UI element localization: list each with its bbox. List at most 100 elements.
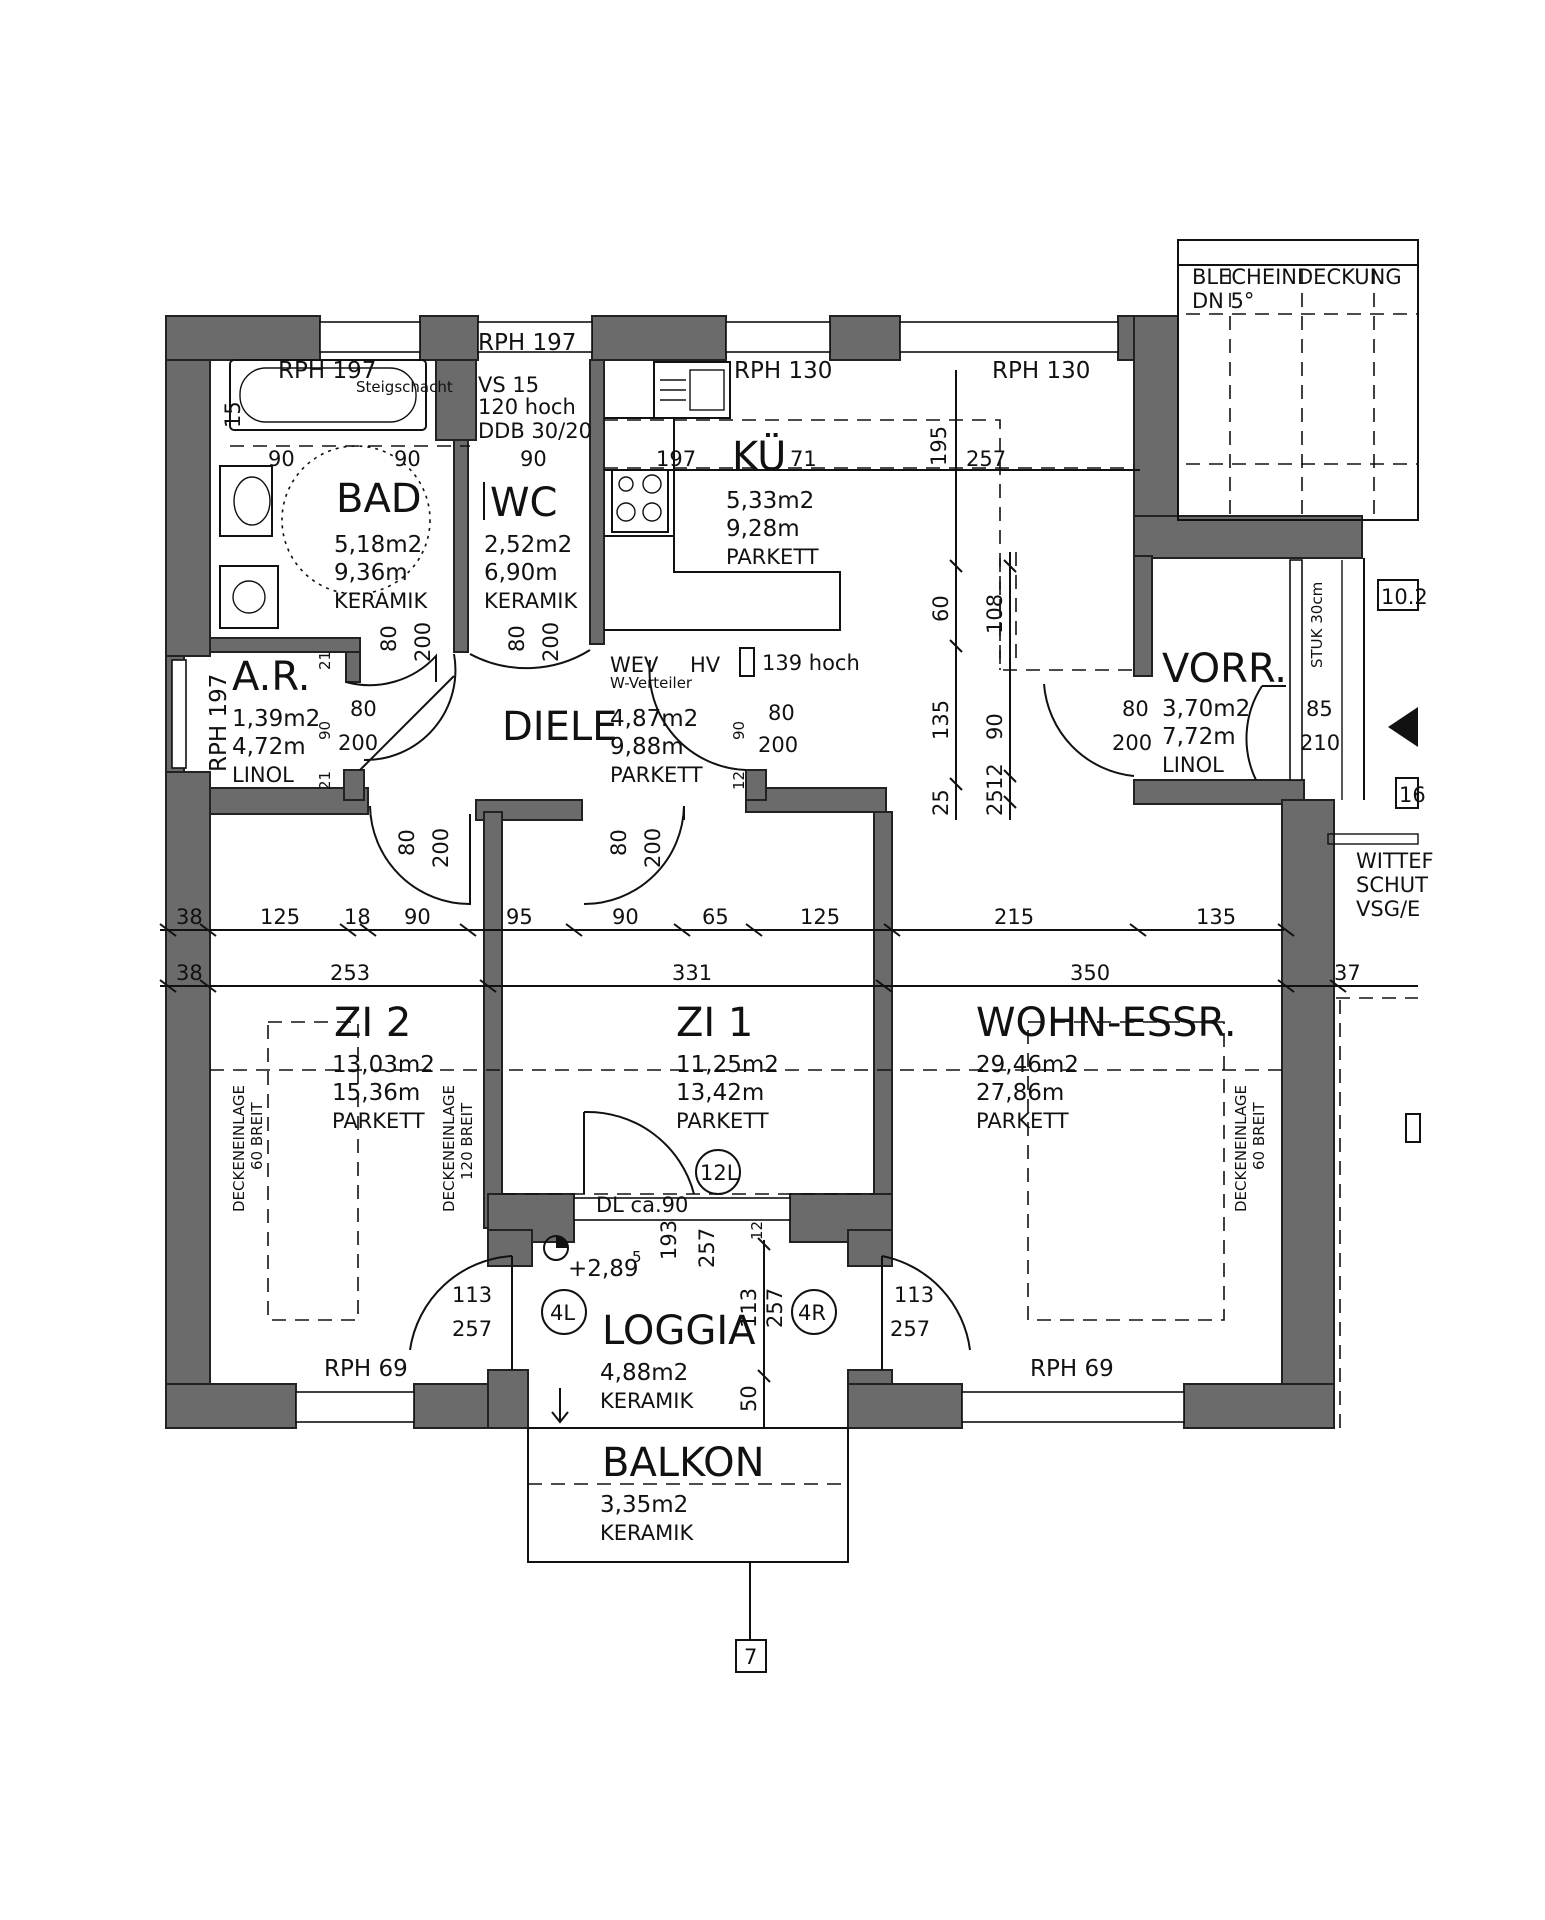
- svg-text:200: 200: [338, 731, 378, 755]
- marker-4r: 4R: [798, 1301, 826, 1325]
- label-witter-2: SCHUT: [1356, 873, 1428, 897]
- room-ar: A.R. 1,39m2 4,72m LINOL: [232, 654, 320, 787]
- svg-text:PARKETT: PARKETT: [976, 1109, 1069, 1133]
- window-vorr: [1289, 559, 1303, 781]
- svg-text:38: 38: [176, 905, 203, 929]
- window-wohn: [961, 1391, 1185, 1423]
- svg-text:90: 90: [268, 447, 295, 471]
- door-vorr: [1043, 683, 1135, 777]
- roof-area: BLECHEINDECKUNG DN 5° 10.2 16 STUK 30cm …: [1177, 239, 1434, 1430]
- label-ref-10-2: 10.2: [1381, 585, 1428, 609]
- svg-text:200: 200: [1112, 731, 1152, 755]
- svg-text:BAD: BAD: [336, 476, 422, 522]
- bathtub-icon: [229, 359, 427, 431]
- fixtures: [219, 359, 1136, 677]
- door-kitchen: [648, 659, 747, 771]
- svg-text:125: 125: [800, 905, 840, 929]
- svg-text:9,28m: 9,28m: [726, 516, 800, 542]
- kitchen-sink-icon: [653, 361, 731, 419]
- wall-hall-bottom-4: [343, 769, 365, 801]
- svg-text:29,46m2: 29,46m2: [976, 1052, 1079, 1078]
- wall-ar-right: [345, 651, 361, 683]
- svg-text:193: 193: [657, 1220, 681, 1260]
- label-w-verteiler: W-Verteiler: [610, 674, 693, 692]
- dimension-text: 15 90 90 90 197 71 195 257 80 200 80 200…: [176, 401, 1361, 1412]
- label-witter-3: VSG/E: [1356, 897, 1420, 921]
- label-ref-16: 16: [1399, 783, 1426, 807]
- svg-text:4,72m: 4,72m: [232, 734, 306, 760]
- svg-text:9,36m: 9,36m: [334, 560, 408, 586]
- label-139-hoch: 139 hoch: [762, 651, 860, 675]
- svg-text:80: 80: [505, 625, 529, 652]
- svg-text:A.R.: A.R.: [232, 654, 310, 700]
- svg-text:13,42m: 13,42m: [676, 1080, 764, 1106]
- svg-text:200: 200: [429, 828, 453, 868]
- label-hv: HV: [690, 653, 721, 677]
- svg-text:27,86m: 27,86m: [976, 1080, 1064, 1106]
- svg-text:257: 257: [452, 1317, 492, 1341]
- room-loggia: LOGGIA 4,88m2 KERAMIK: [600, 1308, 756, 1413]
- svg-text:50: 50: [737, 1385, 761, 1412]
- svg-text:65: 65: [702, 905, 729, 929]
- door-wohn-loggia: [881, 1255, 971, 1370]
- misc-labels: RPH 197 Steigschacht RPH 197 RPH 197 RPH…: [206, 330, 1114, 1382]
- marker-4l: 4L: [550, 1301, 575, 1325]
- room-zi1: ZI 1 11,25m2 13,42m PARKETT: [676, 1000, 779, 1133]
- svg-text:215: 215: [994, 905, 1034, 929]
- label-vs-hoch: 120 hoch: [478, 395, 576, 419]
- svg-text:15: 15: [221, 401, 245, 428]
- room-wc: WC 2,52m2 6,90m KERAMIK: [483, 480, 578, 613]
- room-bad: BAD 5,18m2 9,36m KERAMIK: [334, 476, 428, 613]
- svg-text:21: 21: [316, 651, 334, 670]
- svg-text:200: 200: [641, 828, 665, 868]
- svg-text:200: 200: [758, 733, 798, 757]
- svg-text:90: 90: [983, 713, 1007, 740]
- svg-text:257: 257: [890, 1317, 930, 1341]
- svg-text:90: 90: [520, 447, 547, 471]
- svg-text:5,18m2: 5,18m2: [334, 532, 422, 558]
- marker-12l: 12L: [700, 1161, 739, 1185]
- wall-right-step: [1133, 515, 1363, 559]
- room-zi2: ZI 2 13,03m2 15,36m PARKETT: [332, 1000, 435, 1133]
- svg-text:80: 80: [395, 829, 419, 856]
- label-level: +2,89: [568, 1256, 638, 1282]
- svg-text:WC: WC: [490, 480, 557, 526]
- wall-hall-bottom-3: [745, 787, 887, 813]
- doors: [345, 649, 1286, 1370]
- svg-text:135: 135: [1196, 905, 1236, 929]
- window-living-top: [899, 321, 1119, 353]
- label-stuk: STUK 30cm: [1308, 582, 1326, 668]
- svg-text:5,33m2: 5,33m2: [726, 488, 814, 514]
- door-wc: [469, 649, 591, 670]
- svg-text:PARKETT: PARKETT: [332, 1109, 425, 1133]
- svg-text:3,35m2: 3,35m2: [600, 1492, 688, 1518]
- svg-text:KÜ: KÜ: [732, 432, 786, 480]
- svg-text:KERAMIK: KERAMIK: [600, 1521, 694, 1545]
- svg-text:113: 113: [452, 1283, 492, 1307]
- svg-text:13,03m2: 13,03m2: [332, 1052, 435, 1078]
- svg-text:85: 85: [1306, 697, 1333, 721]
- svg-text:80: 80: [607, 829, 631, 856]
- loggia-balkon: 7 +2,89 5 12L 4L 4R DL ca.90: [527, 1149, 849, 1673]
- label-decke-2a: DECKENEINLAGE: [440, 1085, 458, 1212]
- washing-machine-icon: [219, 565, 279, 629]
- section-marker: [735, 1639, 767, 1673]
- svg-text:253: 253: [330, 961, 370, 985]
- svg-text:80: 80: [1122, 697, 1149, 721]
- label-decke-3b: 60 BREIT: [1250, 1102, 1268, 1170]
- svg-text:25: 25: [929, 789, 953, 816]
- svg-text:195: 195: [927, 426, 951, 466]
- svg-text:LINOL: LINOL: [232, 763, 294, 787]
- window-loggia-door: [573, 1197, 791, 1221]
- door-ar: [345, 653, 437, 687]
- svg-text:113: 113: [894, 1283, 934, 1307]
- wall-wc-kitchen: [589, 359, 605, 645]
- wall-bottom-4: [1183, 1383, 1335, 1429]
- wall-top-2: [419, 315, 479, 361]
- wall-hall-bottom-5: [745, 769, 767, 801]
- svg-text:21: 21: [316, 771, 334, 790]
- svg-text:12: 12: [748, 1221, 766, 1240]
- label-ddb: DDB 30/20: [478, 419, 592, 443]
- svg-text:LINOL: LINOL: [1162, 753, 1224, 777]
- svg-text:1,39m2: 1,39m2: [232, 706, 320, 732]
